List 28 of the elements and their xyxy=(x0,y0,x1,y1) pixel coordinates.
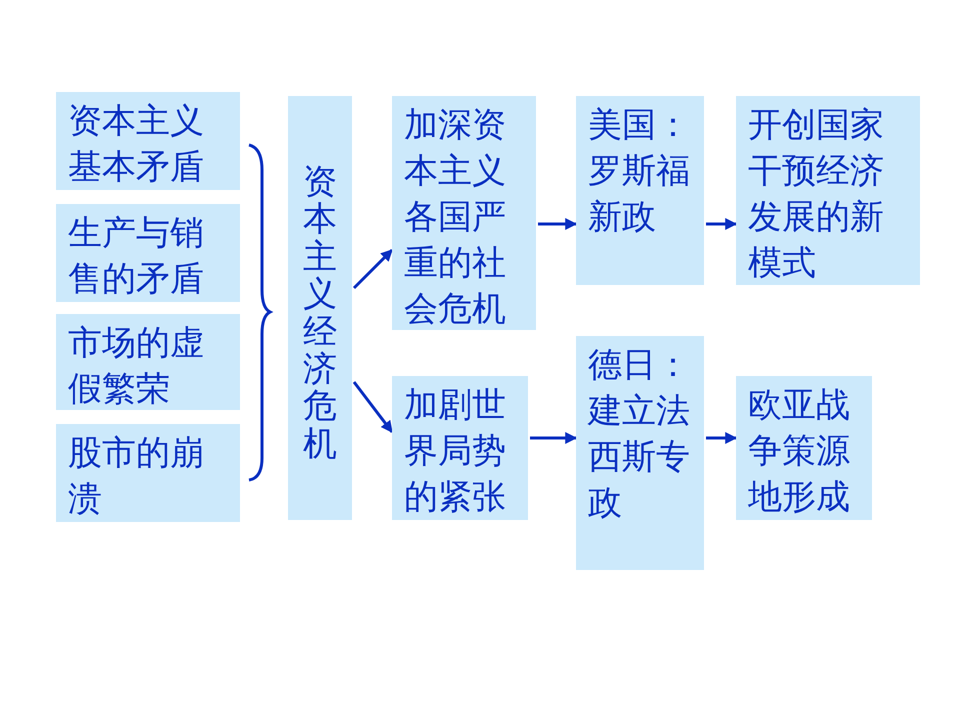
box-text: 股市的崩溃 xyxy=(68,432,205,521)
arrow xyxy=(706,218,738,230)
box-text: 资本主义基本矛盾 xyxy=(68,100,205,189)
box-text: 加深资本主义各国严重的社会危机 xyxy=(404,104,507,331)
text-box xyxy=(736,376,872,520)
text-box xyxy=(56,92,240,190)
box-text: 德日：建立法西斯专政 xyxy=(588,344,691,525)
text-box xyxy=(56,314,240,410)
arrow xyxy=(352,381,394,433)
box-text: 生产与销售的矛盾 xyxy=(68,212,205,301)
arrow xyxy=(352,248,394,290)
box-text: 美国：罗斯福新政 xyxy=(588,104,691,239)
box-text: 资本主义经济危机 xyxy=(303,161,337,464)
text-box xyxy=(56,204,240,302)
text-box xyxy=(392,376,528,520)
arrow xyxy=(706,432,738,444)
text-box xyxy=(56,424,240,522)
text-box xyxy=(576,336,704,570)
box-text: 市场的虚假繁荣 xyxy=(68,322,205,411)
box-text: 欧亚战争策源地形成 xyxy=(748,384,851,519)
arrow xyxy=(538,218,578,230)
box-text: 开创国家干预经济发展的新模式 xyxy=(748,104,885,285)
text-box xyxy=(576,96,704,285)
arrow xyxy=(530,432,578,444)
text-box xyxy=(392,96,536,330)
text-box xyxy=(288,96,352,520)
text-box xyxy=(736,96,920,285)
box-text: 加剧世界局势的紧张 xyxy=(404,384,507,519)
